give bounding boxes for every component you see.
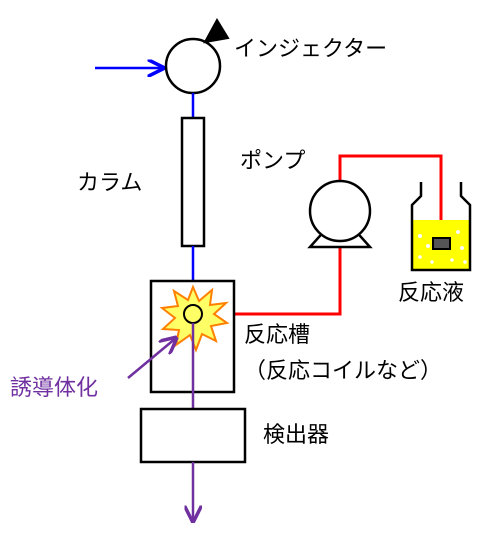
injector-icon (164, 18, 230, 95)
pump-label: ポンプ (240, 149, 305, 174)
mixing-point (183, 304, 203, 324)
injector-label: インジェクター (234, 37, 387, 62)
column (180, 116, 206, 248)
derivatization-pointer-arrow (127, 338, 176, 379)
detector-label: 検出器 (263, 423, 329, 448)
detector (139, 407, 247, 464)
reagent-vessel-icon (410, 182, 472, 272)
pump-icon (307, 179, 373, 249)
reactor-note-label: （反応コイルなど） (244, 359, 442, 384)
reagent-label: 反応液 (398, 281, 464, 306)
reactor-label: 反応槽 (244, 323, 310, 348)
reagent-line-pump-to-reactor (205, 247, 342, 314)
derivatization-label: 誘導体化 (10, 376, 98, 401)
reagent-line-vessel-to-pump (338, 154, 443, 240)
column-label: カラム (77, 171, 142, 196)
